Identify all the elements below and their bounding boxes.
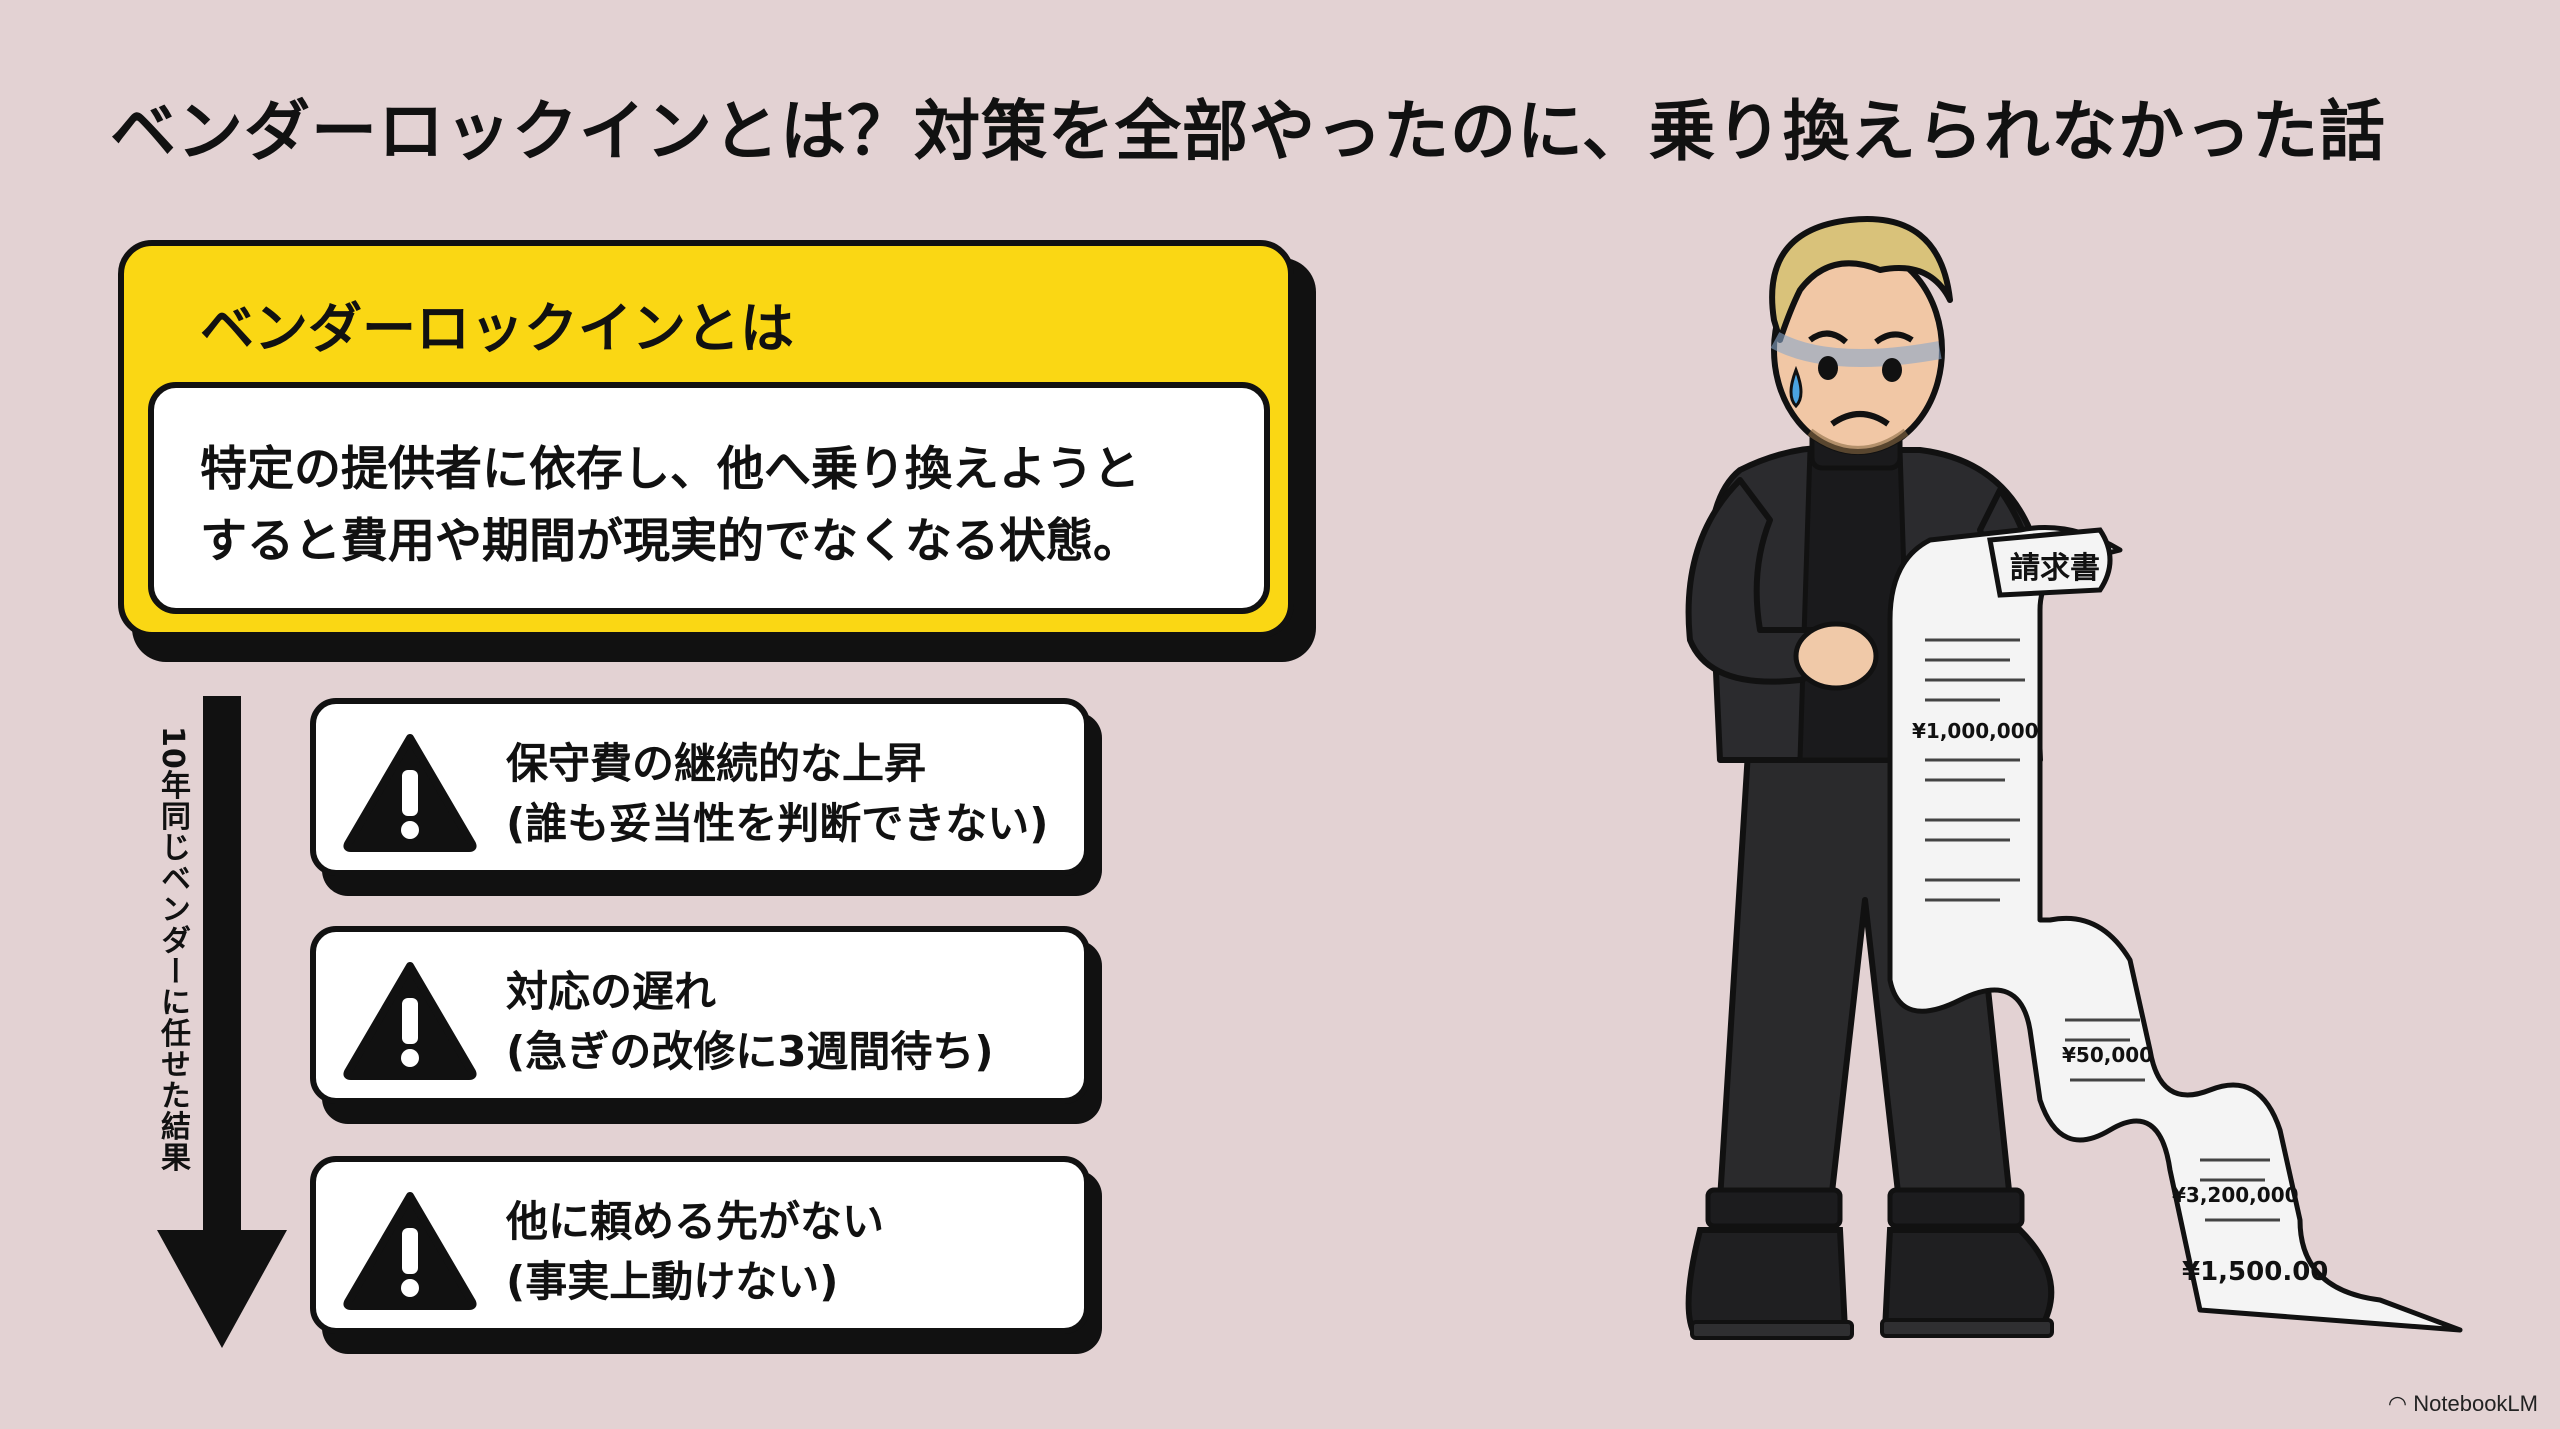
result-card-no-alternative: 他に頼める先がない (事実上動けない) <box>310 1156 1090 1334</box>
invoice-amount: ¥50,000 <box>2062 1043 2153 1067</box>
result-detail: (誰も妥当性を判断できない) <box>506 799 1049 848</box>
timeline-arrow-shaft <box>203 696 241 1256</box>
definition-card: ベンダーロックインとは 特定の提供者に依存し、他へ乗り換えようと すると費用や期… <box>118 240 1294 638</box>
result-card-maintenance: 保守費の継続的な上昇 (誰も妥当性を判断できない) <box>310 698 1090 876</box>
credit-text: NotebookLM <box>2413 1391 2538 1416</box>
worried-man-with-invoice-illustration: 請求書 ¥1,000,000 ¥50,000 ¥3,200,000 ¥1,500… <box>1685 216 2463 1340</box>
result-title: 他に頼める先がない <box>506 1197 885 1246</box>
result-text: 対応の遅れ (急ぎの改修に3週間待ち) <box>506 962 994 1082</box>
invoice-amount: ¥3,200,000 <box>2172 1183 2299 1207</box>
warning-icon <box>343 1192 477 1310</box>
result-detail: (事実上動けない) <box>506 1257 839 1306</box>
invoice-amount: ¥1,000,000 <box>1912 719 2039 743</box>
page-title: ベンダーロックインとは？対策を全部やったのに、乗り換えられなかった話 <box>110 93 2387 170</box>
result-title: 対応の遅れ <box>506 967 717 1016</box>
definition-line: 特定の提供者に依存し、他へ乗り換えようと <box>200 442 1140 497</box>
timeline-label: 10年同じベンダーに任せた結果 <box>155 726 190 1173</box>
result-detail: (急ぎの改修に3週間待ち) <box>506 1027 994 1076</box>
result-text: 保守費の継続的な上昇 (誰も妥当性を判断できない) <box>506 734 1048 854</box>
result-text: 他に頼める先がない (事実上動けない) <box>506 1192 884 1312</box>
timeline-arrow-head <box>157 1230 287 1348</box>
result-title: 保守費の継続的な上昇 <box>506 739 927 788</box>
result-card-delay: 対応の遅れ (急ぎの改修に3週間待ち) <box>310 926 1090 1104</box>
warning-icon <box>343 962 477 1080</box>
invoice-amount: ¥1,500.00 <box>2182 1257 2328 1287</box>
warning-icon <box>343 734 477 852</box>
definition-heading: ベンダーロックインとは <box>200 297 794 360</box>
definition-line: すると費用や期間が現実的でなくなる状態。 <box>200 514 1140 569</box>
definition-body: 特定の提供者に依存し、他へ乗り換えようと すると費用や期間が現実的でなくなる状態… <box>148 382 1270 614</box>
notebooklm-credit: ◠ NotebookLM <box>2388 1391 2538 1417</box>
notebooklm-logo-icon: ◠ <box>2387 1391 2408 1416</box>
invoice-header: 請求書 <box>2010 551 2100 586</box>
